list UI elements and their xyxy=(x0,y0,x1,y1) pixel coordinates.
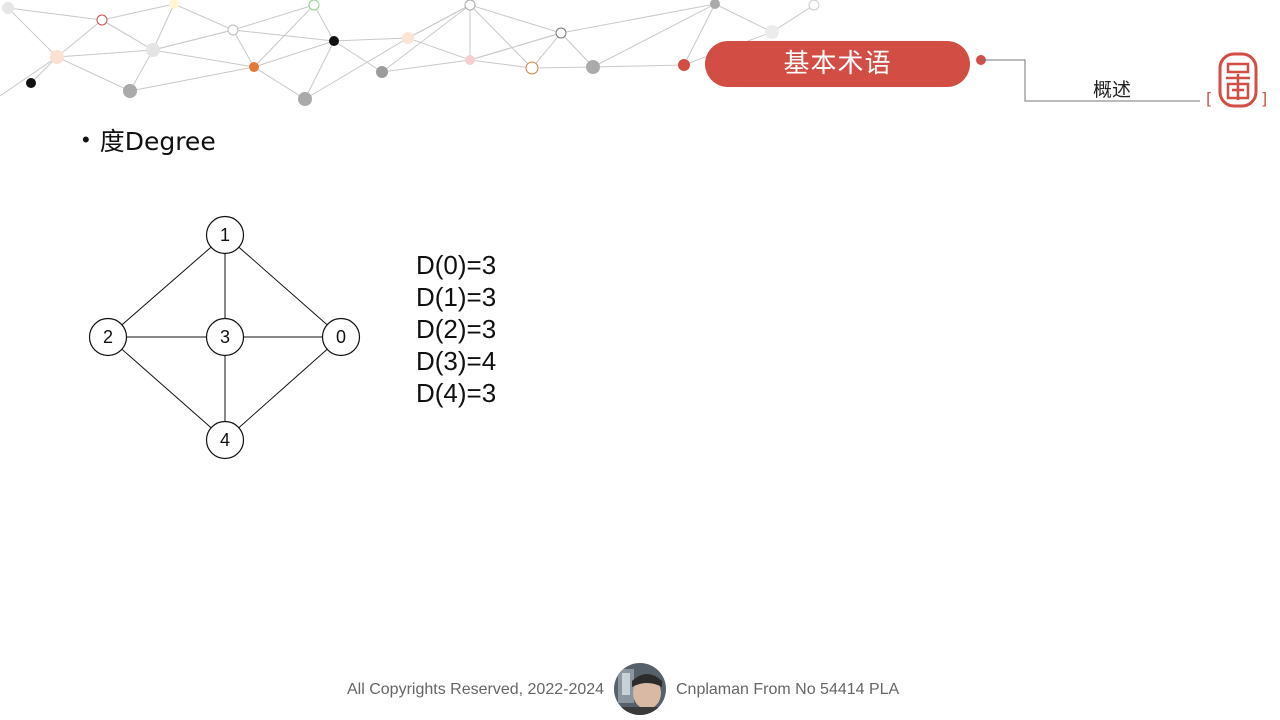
node-dot xyxy=(169,0,179,9)
node-dot xyxy=(2,2,14,14)
graph-edge xyxy=(224,336,342,441)
svg-text:]: ] xyxy=(1261,89,1267,108)
degree-list: D(0)=3 D(1)=3 D(2)=3 D(3)=4 D(4)=3 xyxy=(416,249,496,409)
bullet-text: 度Degree xyxy=(99,127,216,156)
node-dot xyxy=(555,27,567,39)
graph-node-label: 3 xyxy=(220,327,230,347)
author-text: Cnplaman From No 54414 PLA xyxy=(676,681,900,698)
svg-text:[: [ xyxy=(1206,89,1212,108)
graph-node xyxy=(205,420,245,460)
graph-edge xyxy=(107,234,226,338)
node-dot xyxy=(525,61,539,75)
graph-node-label: 0 xyxy=(336,327,346,347)
page-title-pill: 基本术语 xyxy=(705,41,970,87)
graph-node-label: 4 xyxy=(220,430,230,450)
degree-item: D(1)=3 xyxy=(416,282,497,312)
node-dot xyxy=(678,59,690,71)
graph-diagram: 1 2 3 0 4 xyxy=(88,215,361,460)
footer: All Copyrights Reserved, 2022-2024 Cnpla… xyxy=(0,662,1280,718)
graph-node xyxy=(321,317,361,357)
node-dot xyxy=(96,14,108,26)
node-dot xyxy=(586,60,600,74)
node-dot xyxy=(376,66,388,78)
bullet-dot-icon: • xyxy=(82,127,90,152)
graph-node-label: 2 xyxy=(103,327,113,347)
node-dot xyxy=(710,0,720,9)
graph-node-label: 1 xyxy=(220,225,230,245)
node-dot xyxy=(298,92,312,106)
graph-edge xyxy=(107,336,226,441)
node-dot xyxy=(464,0,476,11)
node-dot xyxy=(808,0,820,11)
seal-logo-icon: [ ] xyxy=(1206,52,1267,108)
node-dot xyxy=(249,62,259,72)
node-dot xyxy=(50,50,64,64)
section-label: 概述 xyxy=(1093,79,1132,101)
node-dot xyxy=(227,24,239,36)
degree-item: D(2)=3 xyxy=(416,314,497,344)
degree-item: D(0)=3 xyxy=(416,250,497,280)
bullet-item: • 度Degree xyxy=(82,122,216,158)
graph-node xyxy=(205,317,245,357)
node-dot xyxy=(329,36,339,46)
node-dot xyxy=(26,78,36,88)
node-dot xyxy=(123,84,137,98)
graph-edge xyxy=(224,234,342,338)
graph-node xyxy=(88,317,128,357)
avatar xyxy=(614,663,666,715)
node-dot xyxy=(146,43,160,57)
degree-item: D(3)=4 xyxy=(416,346,497,376)
degree-item: D(4)=3 xyxy=(416,378,497,408)
node-dot xyxy=(465,55,475,65)
node-dot xyxy=(765,25,779,39)
title-connector-line xyxy=(976,55,1200,102)
node-dot xyxy=(308,0,320,11)
node-dot xyxy=(402,32,414,44)
header-network-decoration xyxy=(0,0,820,106)
copyright-text: All Copyrights Reserved, 2022-2024 xyxy=(347,681,605,698)
graph-node xyxy=(205,215,245,255)
